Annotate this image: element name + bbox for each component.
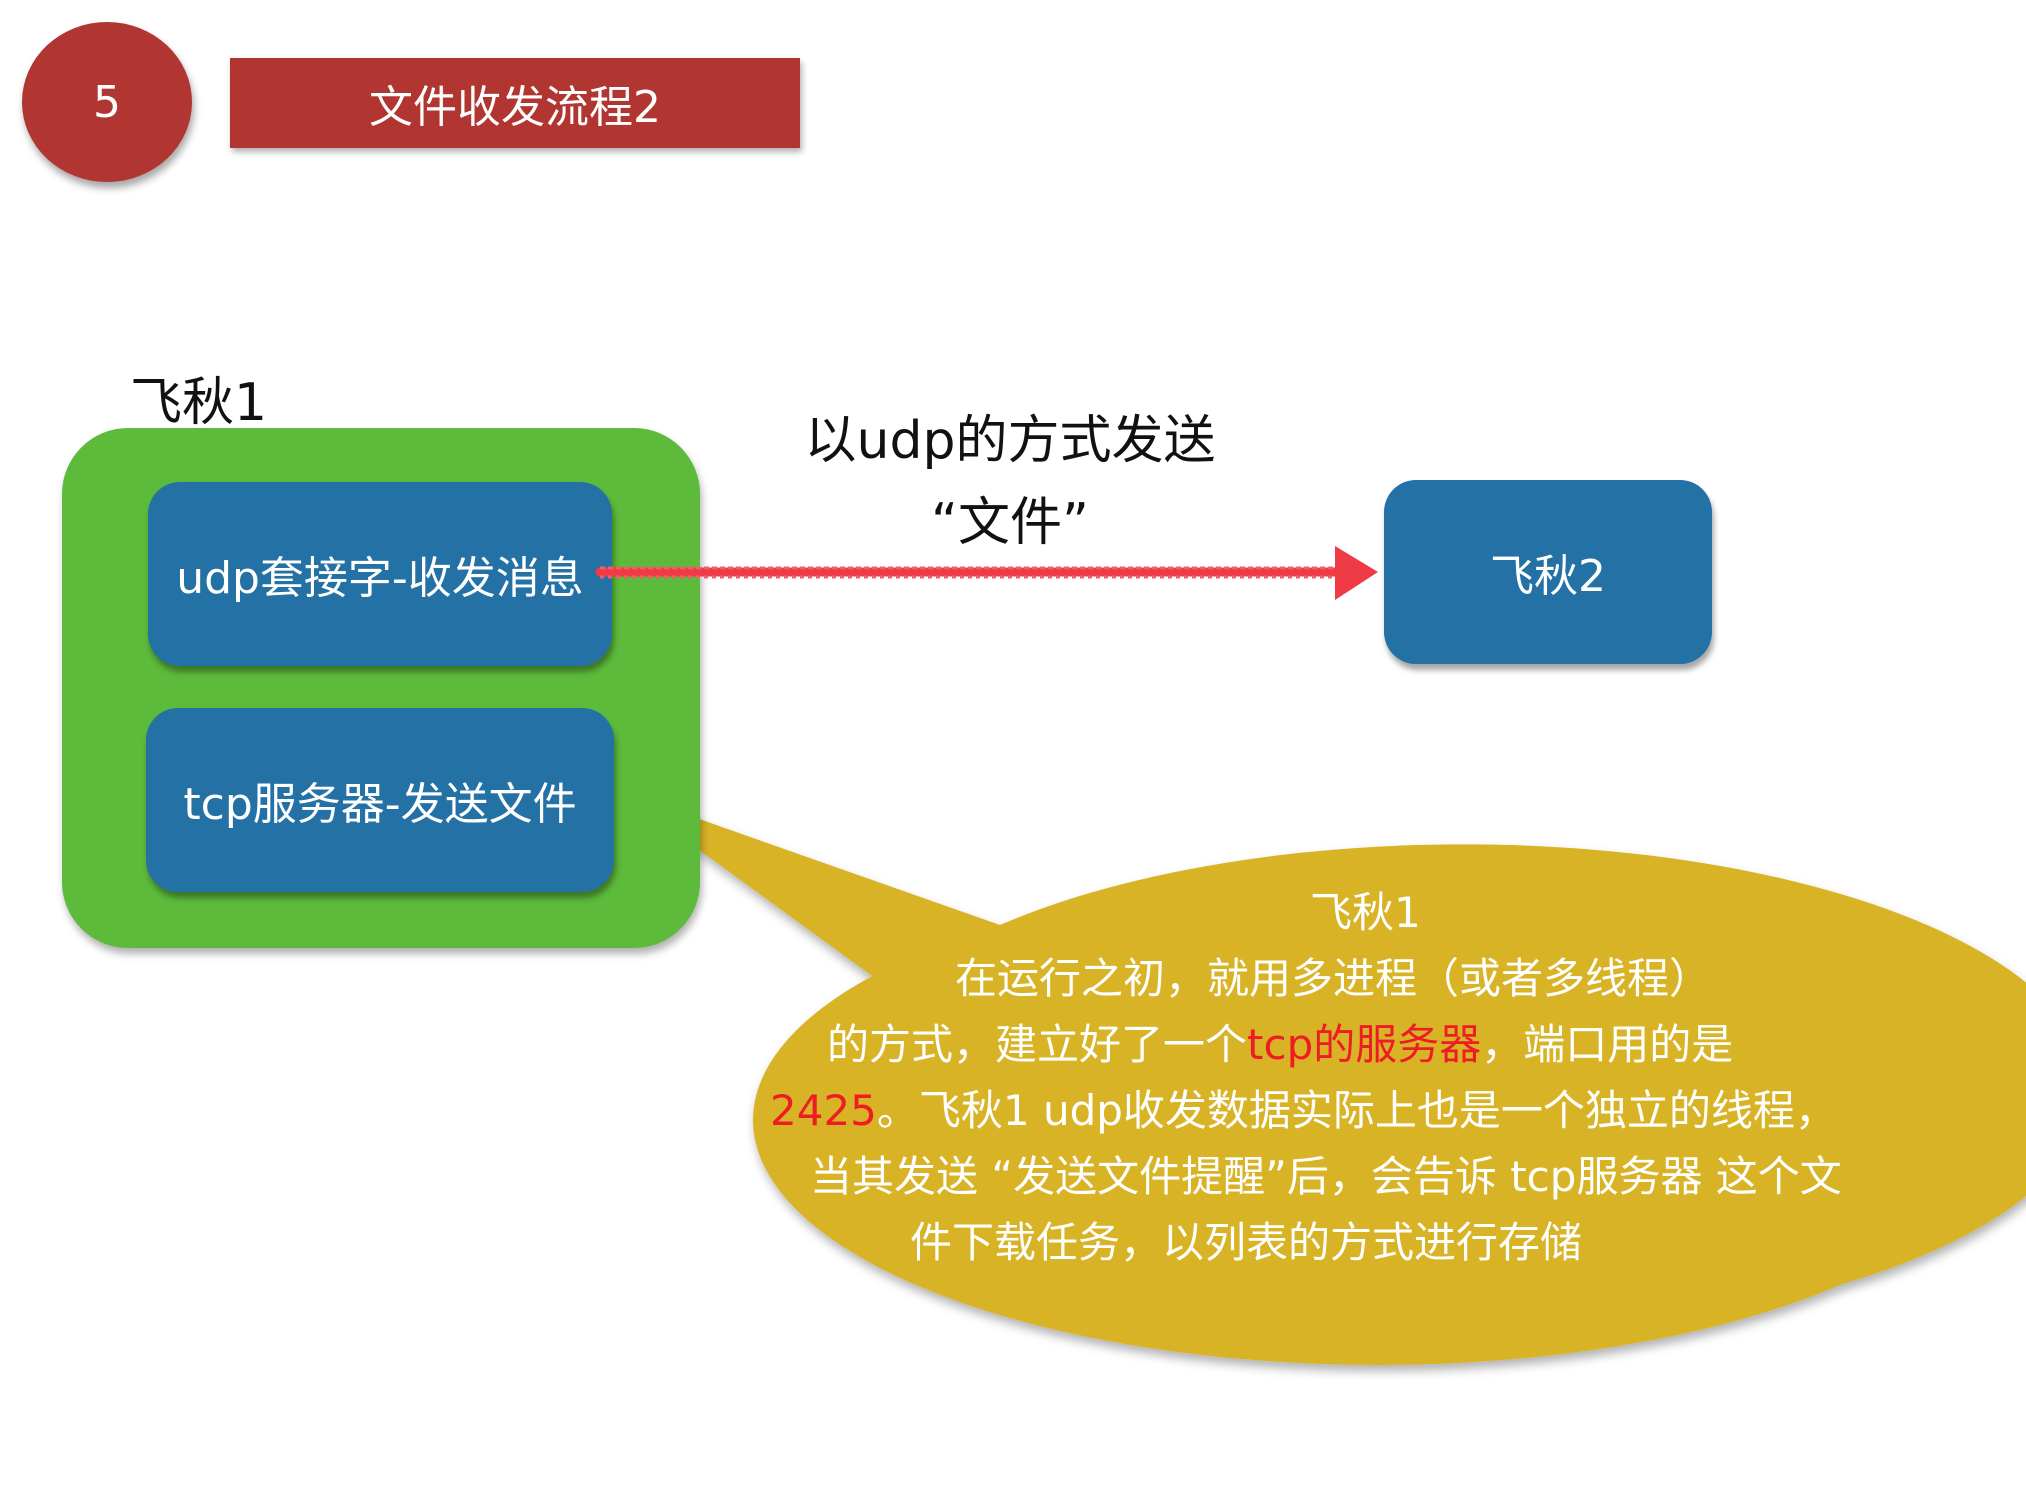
callout-highlight-tcp-server: tcp的服务器 <box>1247 1020 1482 1069</box>
callout-line-5: 当其发送 “发送文件提醒”后，会告诉 tcp服务器 这个文 <box>810 1152 1842 1201</box>
callout-line-3-c: ，端口用的是 <box>1481 1020 1734 1069</box>
slide-number: 5 <box>93 76 121 128</box>
tcp-server-box: tcp服务器-发送文件 <box>146 708 614 892</box>
slide-title: 文件收发流程2 <box>369 82 661 133</box>
host1-label: 飞秋1 <box>130 373 268 433</box>
callout-bubble <box>617 790 2026 1365</box>
callout-line-3: 的方式，建立好了一个tcp的服务器，端口用的是 <box>827 1012 1733 1078</box>
callout-line-2: 在运行之初，就用多进程（或者多线程） <box>955 954 1712 1003</box>
slide-number-badge: 5 <box>22 22 192 182</box>
callout-line-4: 2425。飞秋1 udp收发数据实际上也是一个独立的线程， <box>770 1078 1837 1144</box>
arrow-label-line2: “文件” <box>931 493 1089 553</box>
udp-socket-box: udp套接字-收发消息 <box>148 482 612 666</box>
host2-box: 飞秋2 <box>1384 480 1712 664</box>
callout-line-6: 件下载任务，以列表的方式进行存储 <box>910 1218 1583 1267</box>
udp-socket-label: udp套接字-收发消息 <box>176 553 584 604</box>
callout-highlight-port: 2425 <box>770 1086 877 1135</box>
arrow-label: 以udp的方式发送 “文件” <box>780 400 1240 564</box>
title-banner: 文件收发流程2 <box>230 58 800 148</box>
arrow-label-line1: 以udp的方式发送 <box>804 411 1216 471</box>
callout-line-3-a: 的方式，建立好了一个 <box>827 1020 1248 1069</box>
tcp-server-label: tcp服务器-发送文件 <box>183 779 577 830</box>
host2-label: 飞秋2 <box>1490 551 1606 602</box>
callout-line-4-b: 。飞秋1 udp收发数据实际上也是一个独立的线程， <box>876 1086 1837 1135</box>
udp-arrow-shape <box>595 546 1378 600</box>
callout-line-1: 飞秋1 <box>1310 888 1421 937</box>
